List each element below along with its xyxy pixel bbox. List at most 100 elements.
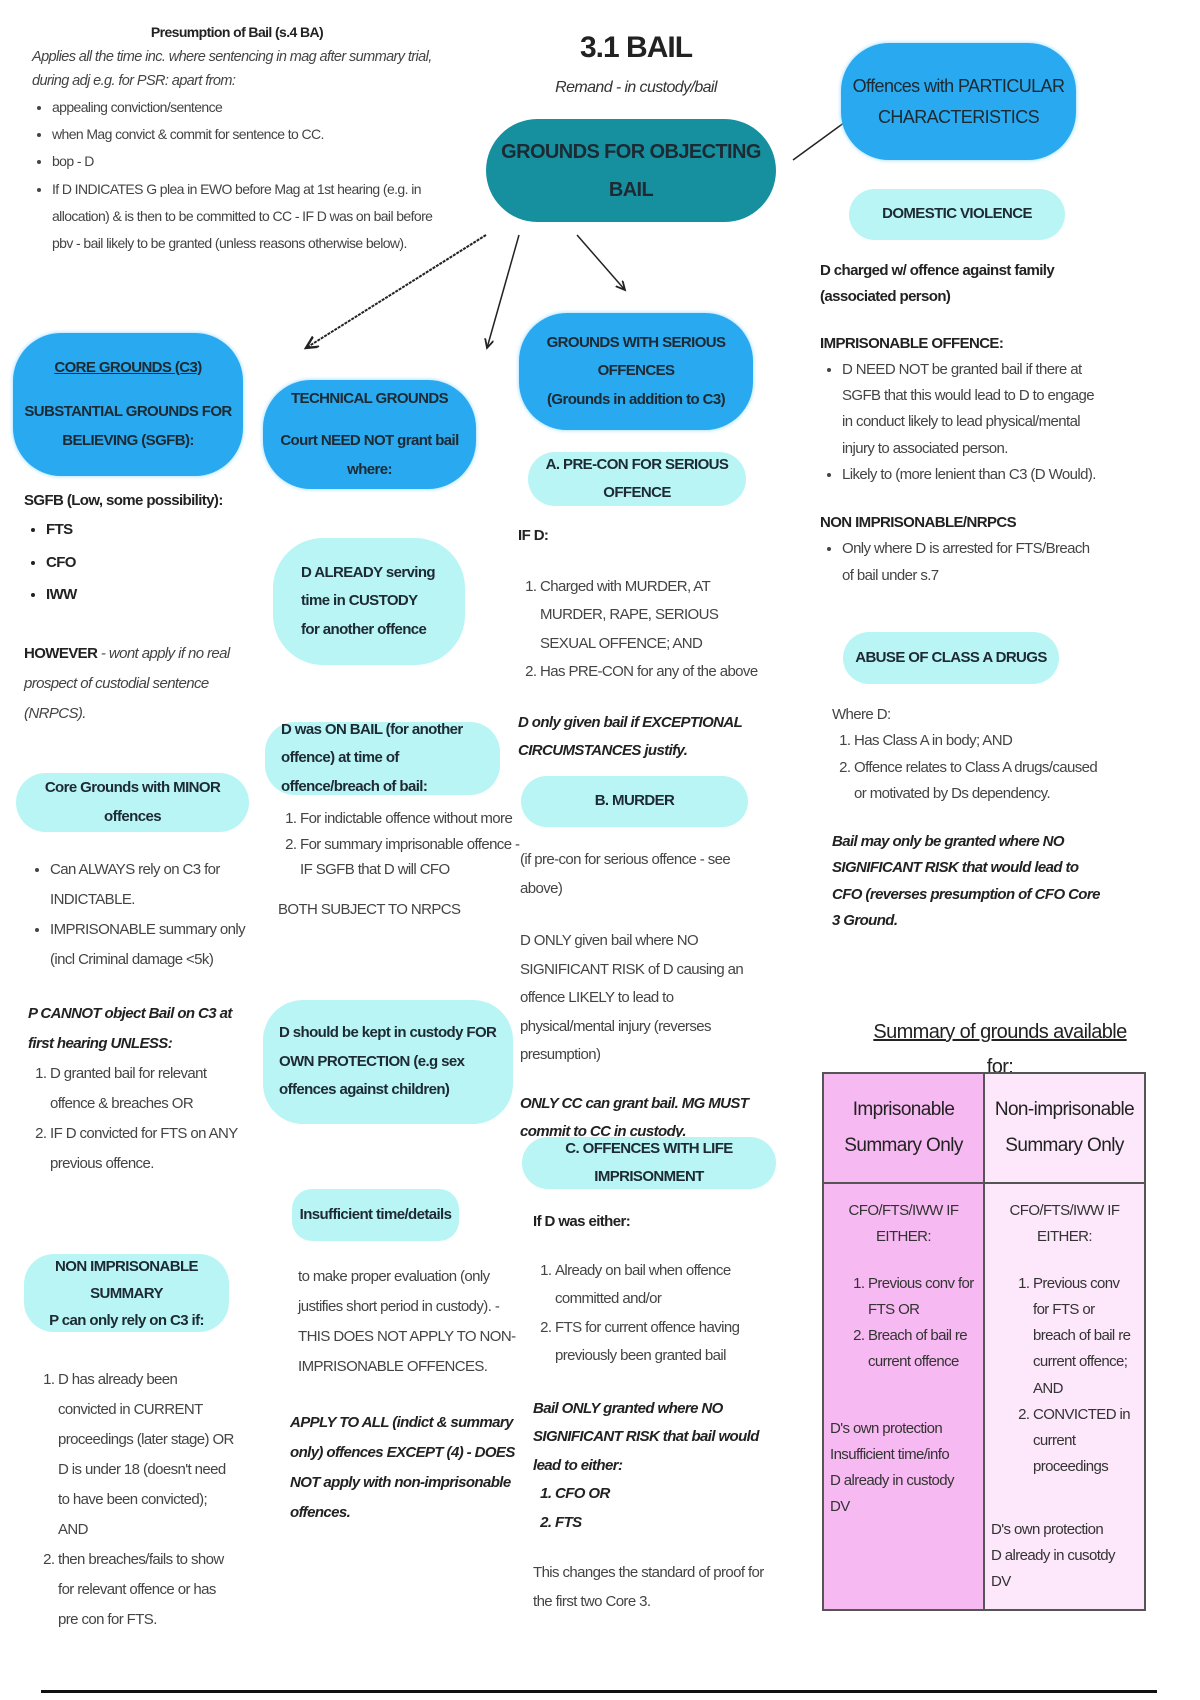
summary-item: Breach of bail re current offence: [868, 1323, 977, 1376]
both-subject-nrpcs: BOTH SUBJECT TO NRPCS: [278, 900, 461, 918]
dv-bullet: D NEED NOT be granted bail if there at S…: [842, 357, 1100, 462]
summary-other: DV: [830, 1498, 850, 1516]
sgfb-item: CFO: [46, 547, 244, 579]
summary-other: D already in cusotdy: [991, 1546, 1116, 1564]
life-imprisonment-node: C. OFFENCES WITH LIFE IMPRISONMENT: [522, 1137, 776, 1189]
b-cc: ONLY CC can grant bail. MG MUST commit t…: [520, 1094, 749, 1141]
arrow-to-serious: [576, 234, 625, 290]
c-risk-item: CFO OR: [555, 1480, 778, 1509]
a-ifd: IF D:: [518, 527, 549, 544]
b-pre: (if pre-con for serious offence - see ab…: [520, 851, 731, 897]
custody-label: D ALREADY serving time in CUSTODY for an…: [301, 563, 436, 638]
sgfb-section: SGFB (Low, some possibility): FTSCFOIWW …: [24, 488, 244, 729]
minor-cannot: P CANNOT object Bail on C3 at first hear…: [28, 1005, 232, 1052]
c-item: FTS for current offence having previousl…: [555, 1314, 778, 1371]
dv-bullet: Likely to (more lenient than C3 (D Would…: [842, 462, 1100, 488]
presumption-heading: Presumption of Bail (s.4 BA): [150, 24, 324, 40]
class-a-drugs-node: ABUSE OF CLASS A DRUGS: [843, 632, 1059, 684]
minor-offences-node: Core Grounds with MINOR offences: [16, 773, 249, 832]
insufficient-desc: to make proper evaluation (only justifie…: [298, 1268, 516, 1375]
arrow-to-technical: [487, 234, 520, 348]
serious-label-1: GROUNDS WITH SERIOUS OFFENCES: [546, 333, 726, 380]
summary-other: D's own protection: [830, 1419, 943, 1437]
c-risk-item: FTS: [555, 1509, 778, 1538]
summary-other: D's own protection: [991, 1520, 1104, 1538]
drugs-note: Bail may only be granted where NO SIGNIF…: [832, 833, 1100, 929]
non-imprisonable-summary-node: NON IMPRISONABLE SUMMARY P can only rely…: [24, 1254, 229, 1332]
summary-lead: CFO/FTS/IWW IF EITHER:: [848, 1202, 960, 1246]
however-label: HOWEVER: [24, 645, 98, 662]
domestic-violence-node: DOMESTIC VIOLENCE: [849, 189, 1065, 240]
presumption-bullet: bop - D: [52, 148, 442, 175]
grounds-for-objecting-bail: GROUNDS FOR OBJECTING BAIL: [486, 119, 776, 222]
minor-item: D granted bail for relevant offence & br…: [50, 1059, 248, 1119]
summary-item: CONVICTED in current proceedings: [1033, 1402, 1138, 1481]
core-grounds-node: CORE GROUNDS (C3) SUBSTANTIAL GROUNDS FO…: [13, 333, 243, 476]
summary-header-imprisonable: Imprisonable Summary Only: [822, 1072, 985, 1184]
particular-characteristics-node: Offences with PARTICULAR CHARACTERISTICS: [841, 43, 1076, 160]
life-section: If D was either: Already on bail when of…: [533, 1208, 778, 1616]
summary-lead: CFO/FTS/IWW IF EITHER:: [1009, 1202, 1121, 1246]
c-item: Already on bail when offence committed a…: [555, 1257, 778, 1314]
summary-item: Previous conv for FTS or breach of bail …: [1033, 1271, 1138, 1402]
summary-other: Insufficient time/info: [830, 1445, 950, 1463]
murder-section: (if pre-con for serious offence - see ab…: [520, 846, 760, 1147]
presumption-intro: Applies all the time inc. where sentenci…: [32, 48, 432, 90]
drugs-item: Has Class A in body; AND: [854, 728, 1102, 754]
on-bail-node: D was ON BAIL (for another offence) at t…: [265, 721, 500, 795]
insufficient-label: Insufficient time/details: [299, 1205, 452, 1223]
b-only: D ONLY given bail where NO SIGNIFICANT R…: [520, 932, 744, 1063]
dv-desc: D charged w/ offence against family (ass…: [820, 262, 1055, 306]
nonimp-item: then breaches/fails to show for relevant…: [58, 1545, 236, 1635]
sgfb-item: FTS: [46, 514, 244, 546]
summary-table: Imprisonable Summary Only Non-imprisonab…: [822, 1072, 1146, 1612]
serious-label-2: (Grounds in addition to C3): [547, 390, 726, 408]
technical-grounds-node: TECHNICAL GROUNDS Court NEED NOT grant b…: [263, 380, 476, 489]
sgfb-heading: SGFB (Low, some possibility):: [24, 492, 223, 509]
c-note: This changes the standard of proof for t…: [533, 1564, 764, 1610]
summary-other: D already in custody: [830, 1472, 955, 1489]
core-label-1: CORE GROUNDS (C3): [54, 358, 202, 376]
c-bail: Bail ONLY granted where NO SIGNIFICANT R…: [533, 1399, 759, 1474]
serious-offences-node: GROUNDS WITH SERIOUS OFFENCES (Grounds i…: [519, 313, 753, 430]
nonimp-label-1: NON IMPRISONABLE SUMMARY: [55, 1257, 199, 1302]
drugs-item: Offence relates to Class A drugs/caused …: [854, 755, 1102, 808]
arrow-to-core: [306, 234, 487, 348]
dv-label: DOMESTIC VIOLENCE: [882, 205, 1032, 223]
summary-cell-nonimprisonable: CFO/FTS/IWW IF EITHER: Previous conv for…: [983, 1181, 1146, 1612]
nonimp-section: D has already been convicted in CURRENT …: [36, 1365, 236, 1635]
dv-nonimprisonable-heading: NON IMPRISONABLE/NRPCS: [820, 514, 1017, 531]
a-note: D only given bail if EXCEPTIONAL CIRCUMS…: [518, 713, 743, 760]
nonimp-label-2: P can only rely on C3 if:: [49, 1311, 204, 1329]
c-either: If D was either:: [533, 1213, 631, 1230]
drugs-section: Where D: Has Class A in body; ANDOffence…: [832, 702, 1102, 934]
murder-node: B. MURDER: [521, 776, 748, 827]
onbail-section: For indictable offence without moreFor s…: [278, 806, 523, 922]
minor-item: IF D convicted for FTS on ANY previous o…: [50, 1119, 248, 1179]
a-item: Charged with MURDER, AT MURDER, RAPE, SE…: [540, 573, 758, 659]
onbail-label: D was ON BAIL (for another offence) at t…: [281, 720, 463, 795]
page-subtitle: Remand - in custody/bail: [555, 79, 717, 96]
a-item: Has PRE-CON for any of the above: [540, 658, 758, 687]
presumption-section: Presumption of Bail (s.4 BA) Applies all…: [32, 20, 442, 258]
c-label: C. OFFENCES WITH LIFE IMPRISONMENT: [565, 1139, 733, 1186]
protection-label: D should be kept in custody FOR OWN PROT…: [279, 1024, 497, 1099]
summary-cell-imprisonable: CFO/FTS/IWW IF EITHER: Previous conv for…: [822, 1181, 985, 1612]
pre-con-section: IF D: Charged with MURDER, AT MURDER, RA…: [518, 522, 758, 766]
minor-bullet: IMPRISONABLE summary only (incl Criminal…: [50, 915, 248, 975]
onbail-item: For indictable offence without more: [300, 806, 523, 832]
summary-other: DV: [991, 1573, 1011, 1590]
drugs-label: ABUSE OF CLASS A DRUGS: [855, 648, 1047, 666]
technical-label-1: TECHNICAL GROUNDS: [290, 389, 449, 407]
particular-label: Offences with PARTICULAR CHARACTERISTICS: [852, 75, 1065, 127]
bottom-divider: [41, 1690, 1157, 1693]
presumption-bullet: when Mag convict & commit for sentence t…: [52, 121, 442, 148]
minor-bullet: Can ALWAYS rely on C3 for INDICTABLE.: [50, 855, 248, 915]
center-label: GROUNDS FOR OBJECTING BAIL: [501, 140, 761, 201]
nonimp-item: D has already been convicted in CURRENT …: [58, 1365, 236, 1545]
however-text: - wont apply if no real prospect of cust…: [24, 645, 230, 722]
sgfb-item: IWW: [46, 579, 244, 611]
technical-label-2: Court NEED NOT grant bail where:: [280, 432, 459, 478]
dv-bullet: Only where D is arrested for FTS/Breach …: [842, 536, 1100, 589]
presumption-bullet: appealing conviction/sentence: [52, 94, 442, 121]
